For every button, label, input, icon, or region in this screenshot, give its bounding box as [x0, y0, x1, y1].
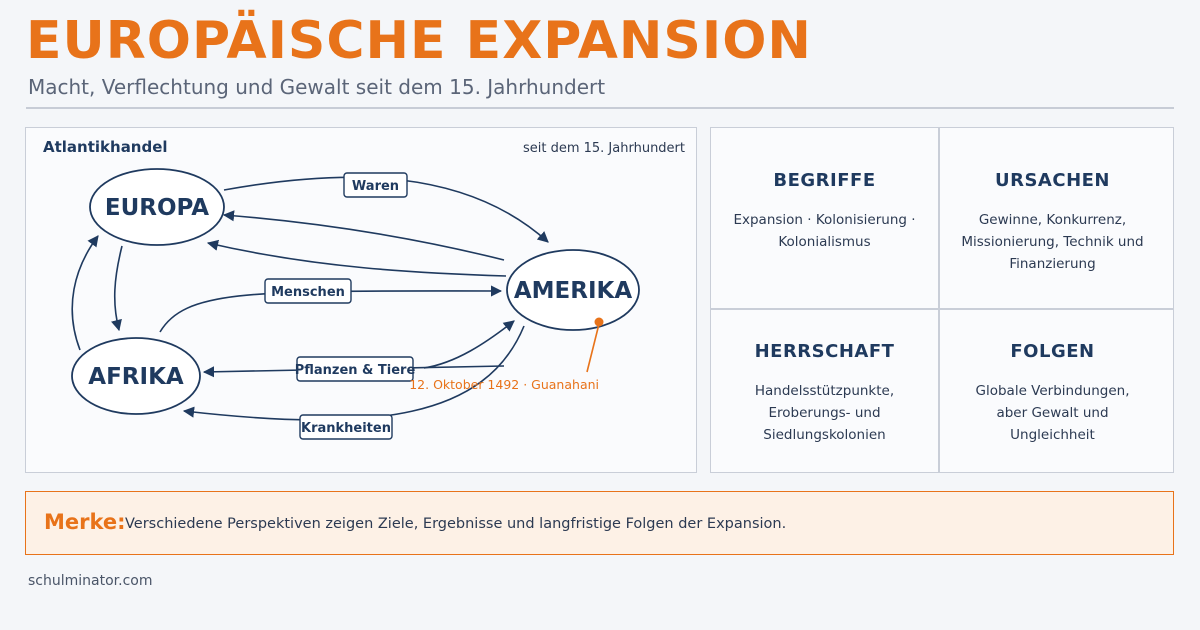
card-ursachen-title: URSACHEN — [994, 170, 1110, 191]
flow-label-box-waren — [343, 172, 408, 198]
node-amerika — [506, 249, 640, 331]
card-line: Missionierung, Technik und — [961, 234, 1144, 250]
flow-label-pflanzen: Pflanzen & Tiere — [295, 363, 416, 378]
arrow-krankheiten — [182, 325, 525, 421]
card-ursachen: URSACHEN Gewinne, Konkurrenz, Missionier… — [939, 170, 1166, 275]
card-begriffe-text: Expansion · Kolonisierung · Kolonialismu… — [719, 209, 930, 253]
flow-label-waren: Waren — [352, 179, 399, 194]
card-line: Ungleichheit — [1010, 427, 1095, 443]
card-begriffe-title: BEGRIFFE — [773, 170, 876, 191]
node-europa — [89, 168, 225, 246]
atlantic-trade-diagram: Atlantikhandel seit dem 15. Jahrhundert … — [25, 127, 697, 473]
card-line: aber Gewalt und — [996, 405, 1109, 421]
diagram-heading: Atlantikhandel — [43, 138, 168, 156]
event-pointer-line — [586, 323, 600, 373]
card-line: Gewinne, Konkurrenz, — [978, 212, 1127, 228]
page-title: EUROPÄISCHE EXPANSION — [26, 11, 812, 71]
page-subtitle: Macht, Verflechtung und Gewalt seit dem … — [28, 75, 606, 99]
arrow-afrika-europa — [71, 235, 99, 351]
card-line: Handelsstützpunkte, — [754, 383, 895, 399]
header-divider — [26, 107, 1174, 109]
node-afrika-label: AFRIKA — [88, 364, 184, 390]
card-ursachen-text: Gewinne, Konkurrenz, Missionierung, Tech… — [947, 209, 1158, 275]
node-afrika — [71, 337, 201, 415]
card-folgen-text: Globale Verbindungen, aber Gewalt und Un… — [947, 380, 1158, 446]
card-line: Globale Verbindungen, — [975, 383, 1130, 399]
card-begriffe: BEGRIFFE Expansion · Kolonisierung · Kol… — [711, 170, 938, 253]
card-herrschaft: HERRSCHAFT Handelsstützpunkte, Eroberung… — [711, 341, 938, 446]
card-line: Kolonialismus — [778, 234, 871, 250]
card-folgen: FOLGEN Globale Verbindungen, aber Gewalt… — [939, 341, 1166, 446]
grid-divider-horizontal — [711, 308, 1173, 310]
merke-box: Merke: Verschiedene Perspektiven zeigen … — [25, 491, 1174, 555]
event-marker-dot — [594, 317, 604, 327]
event-label: 12. Oktober 1492 · Guanahani — [409, 377, 599, 392]
footer-site: schulminator.com — [28, 573, 153, 589]
card-line: Eroberungs- und — [768, 405, 881, 421]
arrow-afrika-amerika-diagonal — [423, 320, 515, 369]
flow-label-box-menschen — [264, 278, 352, 304]
topic-grid: BEGRIFFE Expansion · Kolonisierung · Kol… — [710, 127, 1174, 473]
node-europa-label: EUROPA — [105, 195, 209, 221]
card-line: Siedlungskolonien — [763, 427, 886, 443]
arrow-amerika-europa-upper — [222, 210, 505, 261]
flow-label-krankheiten: Krankheiten — [301, 421, 391, 436]
card-herrschaft-text: Handelsstützpunkte, Eroberungs- und Sied… — [719, 380, 930, 446]
flow-label-box-pflanzen — [296, 356, 414, 382]
card-herrschaft-title: HERRSCHAFT — [754, 341, 895, 362]
flow-label-menschen: Menschen — [271, 285, 345, 300]
arrow-menschen — [159, 285, 503, 333]
merke-text: Verschiedene Perspektiven zeigen Ziele, … — [125, 516, 787, 532]
diagram-canvas: Atlantikhandel seit dem 15. Jahrhundert … — [43, 138, 685, 440]
card-line: Finanzierung — [1009, 256, 1096, 272]
node-amerika-label: AMERIKA — [514, 278, 632, 304]
card-folgen-title: FOLGEN — [1010, 341, 1095, 362]
merke-label: Merke: — [44, 510, 126, 534]
arrow-amerika-europa-lower — [206, 239, 507, 277]
card-line: Expansion · Kolonisierung · — [733, 212, 916, 228]
arrow-europa-afrika — [111, 245, 123, 332]
flow-label-box-krankheiten — [299, 414, 393, 440]
diagram-period: seit dem 15. Jahrhundert — [523, 141, 685, 156]
grid-divider-vertical — [938, 128, 940, 472]
